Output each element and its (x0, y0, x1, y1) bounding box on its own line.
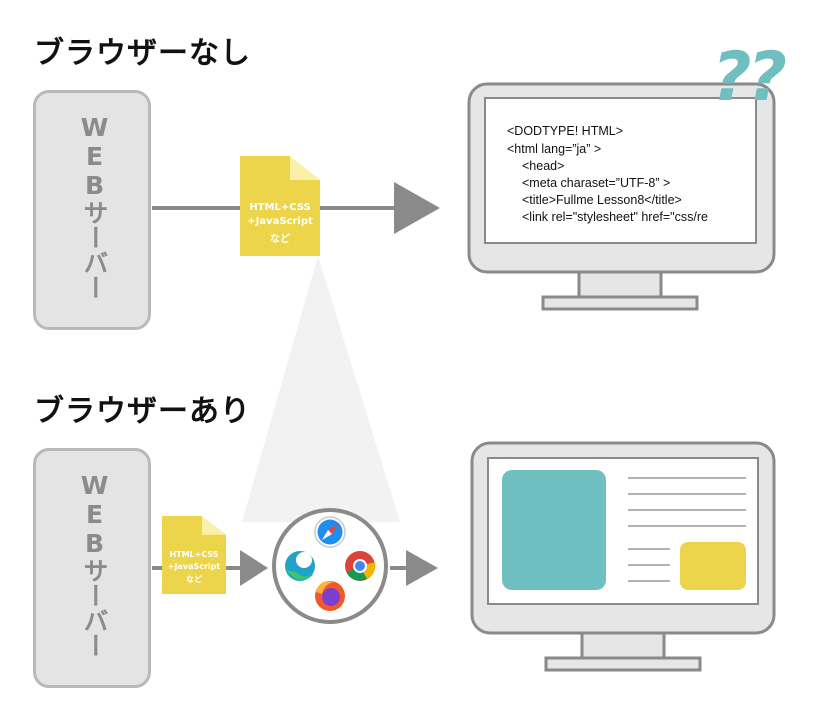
top-web-server-label: WEBサーバー (80, 113, 109, 300)
bottom-file-label-line2: +JavaScript (167, 562, 221, 571)
yellow-block (680, 542, 746, 590)
bottom-arrow-head-1 (240, 550, 268, 586)
teal-image-block (502, 470, 606, 590)
top-web-server: WEBサーバー (33, 90, 151, 330)
top-file-label-line1: HTML+CSS (249, 202, 311, 213)
bottom-arrow-head-2 (406, 550, 438, 586)
code-line: <link rel="stylesheet" href="css/re (522, 210, 708, 224)
top-file-label-line3: など (270, 234, 290, 245)
firefox-icon (315, 581, 345, 611)
top-heading: ブラウザーなし (34, 36, 251, 71)
safari-icon (314, 516, 346, 548)
bottom-monitor-base (544, 656, 702, 672)
edge-icon (285, 551, 315, 581)
top-monitor (467, 82, 776, 311)
code-line: <DODTYPE! HTML> (507, 124, 623, 138)
top-monitor-screen (484, 97, 757, 244)
top-file-label-line2: +JavaScript (247, 216, 313, 227)
top-monitor-base (541, 295, 699, 311)
code-line: <title>Fullme Lesson8</title> (522, 193, 682, 207)
expansion-cone (242, 256, 400, 522)
bottom-web-server: WEBサーバー (33, 448, 151, 688)
code-line: <head> (522, 159, 565, 173)
top-arrow-head (394, 182, 440, 234)
top-monitor-neck (577, 270, 663, 300)
question-marks: ?? (712, 38, 787, 117)
bottom-web-server-label: WEBサーバー (80, 471, 109, 658)
code-line: <meta charaset=”UTF-8” > (522, 176, 671, 190)
bottom-heading: ブラウザーあり (34, 394, 251, 429)
bottom-file-label-line3: など (186, 575, 202, 584)
top-file-icon: HTML+CSS +JavaScript など (240, 156, 320, 256)
chrome-icon (345, 551, 376, 581)
bottom-monitor-neck (580, 631, 666, 661)
bottom-file-icon: HTML+CSS +JavaScript など (162, 516, 226, 594)
code-line: <html lang=”ja” > (507, 142, 602, 156)
bottom-monitor (470, 441, 776, 672)
bottom-file-label-line1: HTML+CSS (169, 550, 219, 559)
browser-circle (272, 508, 388, 624)
